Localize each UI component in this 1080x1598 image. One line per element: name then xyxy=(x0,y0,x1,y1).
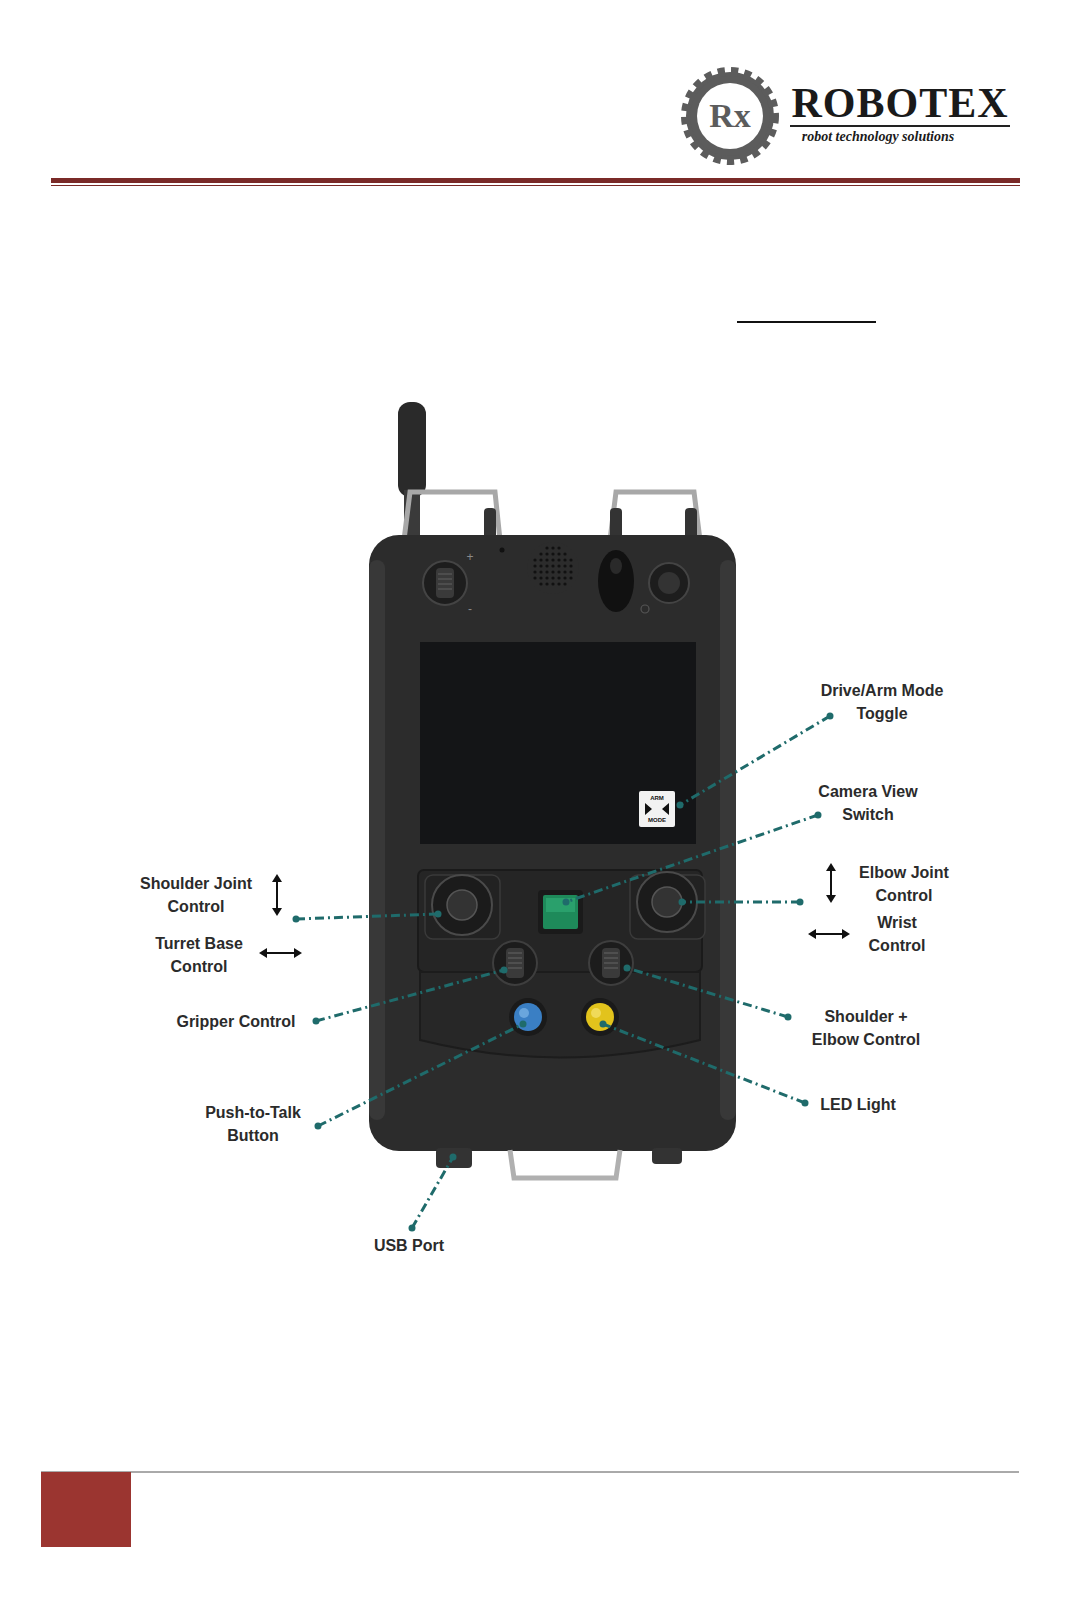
leader-lines xyxy=(296,716,830,1228)
short-rule xyxy=(737,321,876,323)
callout-label: USB Port xyxy=(374,1234,444,1257)
callout-label: Wrist Control xyxy=(859,911,935,957)
direction-arrows xyxy=(259,863,850,958)
callout-label: Gripper Control xyxy=(176,1010,295,1033)
callout-label: Camera View Switch xyxy=(806,780,931,826)
controller-device xyxy=(369,402,736,1178)
footer-block xyxy=(41,1472,131,1547)
logo-mark: Rx xyxy=(709,98,751,134)
callout-label: Elbow Joint Control xyxy=(845,861,963,907)
header-rule-thin xyxy=(51,185,1020,186)
mode-icon-text: ARM MODE xyxy=(646,787,668,831)
logo-tagline: robot technology solutions xyxy=(802,129,954,145)
volume-minus: - xyxy=(468,603,472,615)
callout-label: LED Light xyxy=(820,1093,896,1116)
logo-gear xyxy=(686,72,774,160)
header-rule xyxy=(51,178,1020,183)
logo-underline xyxy=(790,125,1010,127)
logo-wordmark: ROBOTEX xyxy=(791,81,1008,125)
callout-label: Turret Base Control xyxy=(140,932,258,978)
leader-dots xyxy=(293,713,834,1232)
callout-label: Shoulder + Elbow Control xyxy=(801,1005,931,1051)
footer-rule xyxy=(41,1472,1019,1473)
callout-label: Drive/Arm Mode Toggle xyxy=(810,679,955,725)
volume-plus: + xyxy=(466,551,473,563)
callout-label: Shoulder Joint Control xyxy=(139,872,253,918)
callout-label: Push-to-Talk Button xyxy=(191,1101,316,1147)
